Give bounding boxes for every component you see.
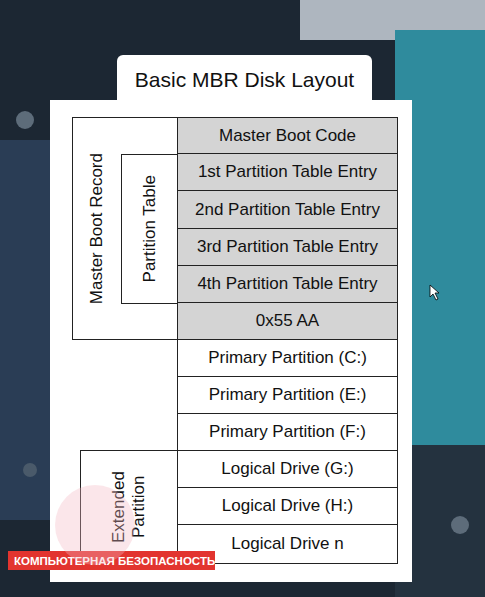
- screw-hole: [16, 111, 34, 129]
- group-label: Master Boot Record: [87, 153, 107, 304]
- screw-hole: [23, 463, 37, 477]
- field-label: 1st Partition Table Entry: [198, 162, 377, 182]
- mbr-field: 1st Partition Table Entry: [177, 153, 398, 191]
- mouse-cursor: [430, 285, 439, 300]
- diagram-panel: [50, 100, 412, 582]
- group-bracket: Master Boot Record Partition Table: [72, 117, 178, 340]
- partition-box: Primary Partition (F:): [177, 413, 398, 451]
- partition-box: Primary Partition (E:): [177, 376, 398, 414]
- title-tab: Basic MBR Disk Layout: [117, 55, 372, 105]
- field-label: Logical Drive (G:): [221, 459, 353, 479]
- watermark: КОМПЬЮТЕРНАЯ БЕЗОПАСНОСТЬ: [8, 551, 215, 570]
- group-bracket: Extended Partition: [80, 450, 178, 564]
- mbr-field: 4th Partition Table Entry: [177, 265, 398, 303]
- field-label: Primary Partition (C:): [208, 348, 367, 368]
- mbr-field: Master Boot Code: [177, 117, 398, 154]
- field-label: Master Boot Code: [219, 126, 356, 146]
- screw-hole: [451, 516, 469, 534]
- field-label: 2nd Partition Table Entry: [195, 200, 380, 220]
- partition-box: Logical Drive (H:): [177, 487, 398, 525]
- logo-circle: [55, 485, 135, 565]
- partition-box: Logical Drive (G:): [177, 450, 398, 488]
- field-label: Primary Partition (F:): [209, 422, 366, 442]
- group-label: Partition Table: [140, 175, 160, 282]
- field-label: Logical Drive n: [231, 534, 343, 554]
- mbr-field: 2nd Partition Table Entry: [177, 190, 398, 229]
- mbr-field: 3rd Partition Table Entry: [177, 228, 398, 266]
- group-bracket: Partition Table: [121, 154, 179, 304]
- partition-box: Primary Partition (C:): [177, 339, 398, 377]
- group-label: Extended Partition: [109, 458, 148, 556]
- diagram-title: Basic MBR Disk Layout: [135, 68, 354, 92]
- field-label: 4th Partition Table Entry: [197, 274, 377, 294]
- field-label: Logical Drive (H:): [222, 496, 353, 516]
- mbr-field: 0x55 AA: [177, 302, 398, 340]
- field-label: Primary Partition (E:): [209, 385, 367, 405]
- field-label: 3rd Partition Table Entry: [197, 237, 378, 257]
- field-label: 0x55 AA: [256, 311, 319, 331]
